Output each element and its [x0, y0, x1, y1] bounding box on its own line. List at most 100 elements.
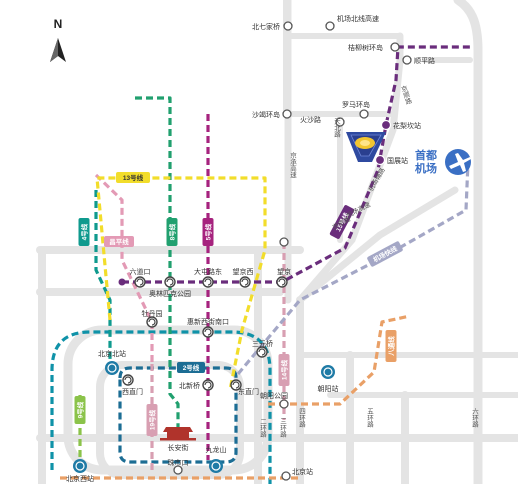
subway-lines	[50, 45, 472, 484]
line-10-path	[50, 330, 272, 484]
road-label-sihuan: 四环路	[298, 408, 306, 429]
station-node-line14-top[interactable]	[279, 237, 289, 247]
road-label-jingshun: 京顺路	[398, 83, 413, 106]
tiananmen-roof	[163, 427, 193, 432]
road-label-erhuan: 二环路	[259, 418, 267, 439]
station-node-beiqijia[interactable]	[283, 21, 293, 31]
station-label-jiulongshan: 北京站	[292, 467, 313, 476]
line-tags: 13号线 15号线 4号线 昌平线 8号线 5号线 2号线 9号线	[74, 172, 403, 436]
station-label-zhushikou: 珠市口	[168, 458, 189, 467]
line-2-path	[118, 366, 238, 464]
stations: 北七家桥 机场北线高速 桔柳树环岛 顺平路 沙竭环岛 罗马环岛 火沙路 花梨坎站…	[66, 14, 435, 483]
station-node-jiulongshan[interactable]	[281, 471, 291, 481]
station-wangjingxi[interactable]	[239, 276, 251, 288]
station-label-liudaokou: 六道口	[130, 267, 151, 276]
compass-needle-shade	[50, 38, 58, 62]
airplane-icon	[449, 153, 471, 172]
road-jingshun	[296, 32, 404, 304]
station-label-xizhimen: 西直门	[122, 387, 143, 396]
station-label-huali: 花梨坎站	[393, 121, 421, 130]
station-label-luoma: 罗马环岛	[342, 100, 370, 109]
station-node-huoshalu[interactable]	[335, 117, 345, 127]
station-label-aolin: 奥林匹克公园	[149, 289, 191, 298]
station-liudaokou[interactable]	[134, 276, 146, 288]
station-label-wangjingxi: 望京西	[233, 267, 254, 276]
station-label-chaoyanggongyuan: 朝阳公园	[260, 391, 288, 400]
svg-text:八通线: 八通线	[387, 336, 396, 357]
compass-icon: N	[50, 17, 66, 62]
station-wangjing[interactable]	[276, 276, 288, 288]
station-label-huixinxi: 惠新西街南口	[187, 317, 229, 326]
tiananmen-label: 长安街	[168, 443, 189, 452]
station-huixinxi[interactable]	[202, 326, 214, 338]
airport-label-1: 首都	[415, 148, 437, 162]
road-label-liuhuan: 六环路	[471, 407, 479, 429]
line-8-path	[135, 96, 180, 430]
station-label-beijingxi: 北京西站	[66, 474, 94, 483]
station-node-chaoyanggongyuan[interactable]	[279, 399, 289, 409]
station-label-datunlu: 大屯路东	[194, 267, 222, 276]
station-mudanyuan[interactable]	[146, 316, 158, 328]
road-label-tianbei: 天北路	[333, 118, 341, 139]
station-label-jichangbei: 机场北线高速	[337, 14, 379, 23]
svg-text:昌平线: 昌平线	[109, 237, 129, 246]
station-node-luoma[interactable]	[359, 109, 369, 119]
hotel-marker[interactable]	[346, 132, 386, 162]
station-datunlu[interactable]	[202, 276, 214, 288]
line-4-path	[94, 190, 112, 368]
station-xizhimen[interactable]	[122, 374, 134, 386]
line-15-terminus	[118, 278, 126, 286]
station-label-shawo: 沙竭环岛	[252, 110, 280, 119]
line-tag-13[interactable]: 13号线	[116, 172, 150, 183]
line-tag-changping[interactable]: 昌平线	[104, 236, 134, 247]
station-label-guozhan: 国展站	[387, 156, 408, 165]
svg-text:5号线: 5号线	[204, 223, 213, 240]
station-label-wangjing: 望京	[277, 267, 291, 276]
line-tag-8[interactable]: 8号线	[166, 218, 178, 246]
line-tag-batong[interactable]: 八通线	[385, 330, 397, 362]
station-beijingzhan[interactable]	[209, 459, 223, 473]
station-node-shunpinglu[interactable]	[402, 55, 412, 65]
airport-label-2: 机场	[415, 161, 437, 175]
station-chaoyangzhan[interactable]	[321, 365, 335, 379]
station-node-jiejiashu[interactable]	[390, 42, 400, 52]
svg-text:13号线: 13号线	[123, 173, 144, 182]
road-outer-ring	[453, 0, 483, 484]
svg-text:14号线: 14号线	[280, 359, 289, 380]
station-node-huali[interactable]	[380, 119, 392, 131]
station-label-shunpinglu: 顺平路	[414, 56, 435, 65]
road-label-jingcheng: 京承高速	[289, 151, 297, 180]
station-beijingbei[interactable]	[105, 361, 119, 375]
line-tag-2[interactable]: 2号线	[177, 362, 205, 373]
station-label-beixinqiao: 北新桥	[179, 381, 200, 390]
line-tag-4[interactable]: 4号线	[78, 218, 90, 246]
line-15-path	[122, 45, 472, 284]
station-node-shawo[interactable]	[282, 109, 292, 119]
station-beijingxi[interactable]	[73, 459, 87, 473]
station-sanyuanqiao[interactable]	[256, 346, 268, 358]
line-tag-5[interactable]: 5号线	[202, 218, 214, 246]
line-tag-14[interactable]: 14号线	[278, 354, 290, 386]
station-beixinqiao[interactable]	[202, 379, 214, 391]
road-airport-expressway	[296, 186, 459, 304]
station-label-jiejiashu: 桔柳树环岛	[348, 43, 383, 52]
line-13-path	[95, 176, 267, 391]
station-node-guozhan[interactable]	[374, 154, 386, 166]
station-dongzhimen[interactable]	[230, 379, 242, 391]
airport-marker[interactable]	[445, 149, 471, 175]
station-aolin[interactable]	[164, 276, 176, 288]
station-node-zhushikou[interactable]	[173, 465, 183, 475]
line-changping-path	[94, 173, 154, 364]
line-airport-express-path	[236, 161, 470, 376]
line-tag-9[interactable]: 9号线	[74, 396, 86, 424]
road-label-sanhuan: 三环路	[279, 418, 287, 439]
line-tag-19[interactable]: 19号线	[146, 404, 158, 436]
station-label-mudanyuan: 牡丹园	[142, 309, 163, 318]
station-node-jichangbei[interactable]	[325, 21, 335, 31]
station-label-sanyuanqiao: 三元桥	[252, 339, 273, 348]
road-fourth-ring	[63, 325, 273, 475]
svg-text:9号线: 9号线	[76, 401, 85, 418]
compass-label: N	[54, 17, 63, 31]
